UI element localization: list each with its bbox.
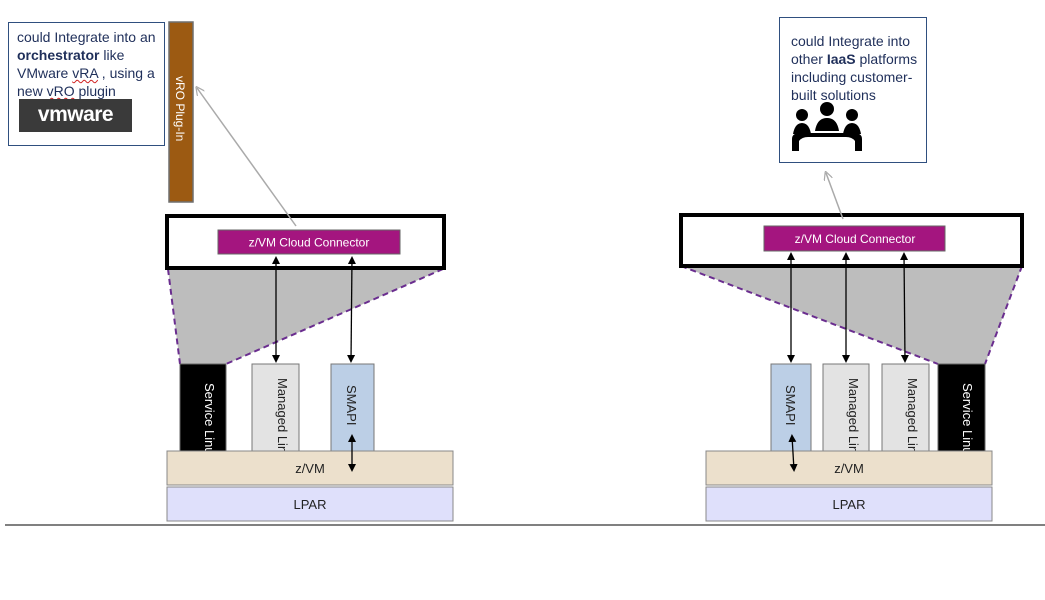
right-service-linux-label: Service Linux	[960, 383, 975, 462]
left-cloud-connector	[217, 229, 401, 255]
right-callout-line1: could Integrate into	[791, 33, 911, 49]
right-arrow-connector-managed-2	[900, 252, 909, 363]
vro-plugin-bar	[168, 21, 194, 203]
right-callout-line3: including customer-	[791, 69, 913, 85]
left-callout-line2-rest: like	[99, 47, 125, 63]
left-callout-vra: vRA	[72, 65, 98, 81]
left-lpar-layer	[166, 486, 454, 522]
right-dashed-edge-right	[984, 265, 1023, 365]
left-cloud-connector-label: z/VM Cloud Connector	[249, 236, 370, 250]
right-dashed-edge-left	[680, 265, 939, 365]
right-trapezoid	[681, 266, 1022, 364]
right-zvm-label: z/VM	[834, 461, 864, 476]
vmware-logo-text: vmware	[37, 103, 114, 126]
left-callout-line3: VMware vRA , using a	[17, 64, 164, 82]
left-callout-vro: vRO	[46, 83, 75, 99]
left-smapi-label: SMAPI	[344, 385, 359, 425]
right-managed-linux-1-label: Managed Linux	[846, 378, 861, 467]
left-lpar-label: LPAR	[294, 497, 327, 512]
left-smapi	[330, 363, 375, 452]
right-lpar-layer	[705, 486, 993, 522]
right-callout-line2: other IaaS platforms	[791, 50, 926, 68]
left-panel: vRO Plug-In z/VM Cloud Connector Service…	[165, 21, 454, 522]
left-callout-line4c: plugin	[74, 83, 116, 99]
people-group-icon	[792, 102, 862, 151]
right-callout-line2a: other	[791, 51, 827, 67]
right-service-linux	[937, 363, 986, 452]
left-service-linux-label: Service Linux	[202, 383, 217, 462]
vmware-logo: vmware	[19, 99, 132, 132]
left-callout-bold: orchestrator	[17, 47, 100, 63]
right-zvm-layer	[705, 450, 993, 486]
right-managed-linux-1	[822, 363, 870, 452]
left-dashed-edge-left	[167, 268, 181, 365]
vro-plugin-label: vRO Plug-In	[173, 76, 187, 141]
right-cloud-connector-label: z/VM Cloud Connector	[795, 232, 916, 246]
left-managed-linux	[251, 363, 300, 452]
left-zvm-label: z/VM	[295, 461, 325, 476]
left-service-linux	[179, 363, 227, 452]
left-trapezoid	[168, 269, 443, 364]
right-panel: z/VM Cloud Connector SMAPI Managed Linux…	[679, 173, 1024, 522]
right-arrow-smapi-zvm	[788, 434, 798, 472]
right-managed-linux-2-label: Managed Linux	[905, 378, 920, 467]
left-managed-linux-label: Managed Linux	[275, 378, 290, 467]
left-zvm-layer	[166, 450, 454, 486]
right-cloud-connector	[763, 225, 946, 252]
right-callout-bold: IaaS	[826, 51, 856, 67]
left-arrow-connector-smapi	[347, 256, 356, 363]
left-callout-line4: new vRO plugin	[17, 82, 164, 100]
right-callout-line2b: platforms	[855, 51, 918, 67]
left-arrow-connector-plugin	[197, 88, 297, 227]
left-callout-line3c: , using a	[97, 65, 155, 81]
left-callout-line1: could Integrate into an	[17, 29, 156, 45]
right-lpar-label: LPAR	[833, 497, 866, 512]
left-callout-line3a: VMware	[17, 65, 73, 81]
right-smapi-label: SMAPI	[783, 385, 798, 425]
left-callout-line4a: new	[17, 83, 47, 99]
right-callout-line4: built solutions	[791, 87, 876, 103]
right-managed-linux-2	[881, 363, 930, 452]
right-arrow-connector-iaas	[826, 173, 844, 220]
left-callout-line2: orchestrator like	[17, 46, 164, 64]
